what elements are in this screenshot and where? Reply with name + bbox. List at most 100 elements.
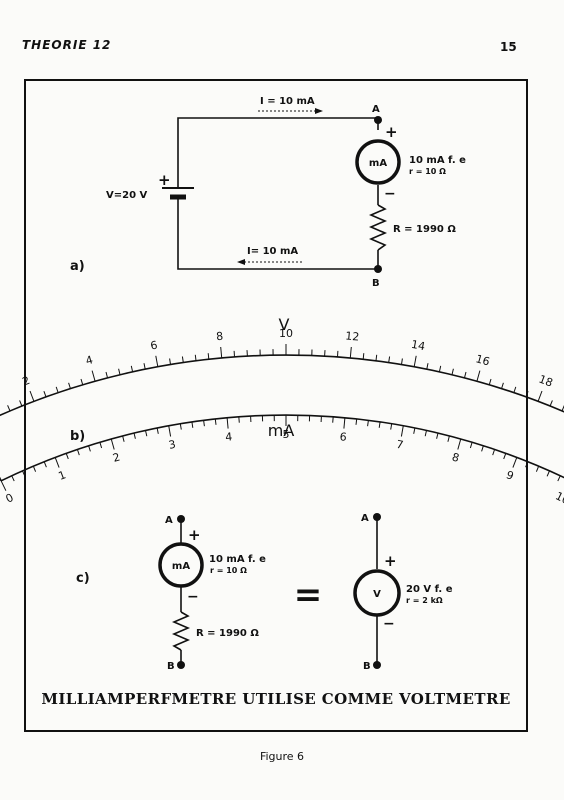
left-resistor-label: R = 1990 Ω	[196, 628, 259, 639]
scale-tick	[32, 465, 37, 472]
scale-tick	[492, 449, 496, 456]
scale-tick	[436, 432, 439, 439]
left-node-a-label: A	[165, 515, 173, 526]
scale-unit-volts: V	[279, 315, 290, 334]
current-label-top: I = 10 mA	[260, 96, 315, 107]
scale-tick	[220, 346, 223, 358]
scale-tick	[400, 425, 404, 437]
scale-tick	[501, 382, 504, 389]
left-node-b-label: B	[167, 661, 175, 672]
scale-tick-label: 10	[279, 327, 293, 340]
scale-tick	[88, 445, 91, 452]
scale-tick	[122, 435, 125, 442]
meter-rating-label: 10 mA f. e	[409, 155, 466, 166]
scale-tick	[7, 405, 11, 412]
meter-resistance-label: r = 10 Ω	[409, 167, 446, 176]
milliammeter-symbol	[355, 139, 401, 185]
scale-tick	[118, 368, 121, 375]
scale-tick	[525, 461, 529, 468]
scale-tick-label: 2	[21, 374, 32, 389]
panel-c-right-circuit: A + V − 20 V f. e r = 2 kΩ B	[353, 513, 453, 672]
scale-tick-label: 14	[410, 338, 426, 353]
scale-tick	[413, 427, 416, 434]
left-milliammeter-symbol	[158, 542, 204, 588]
scale-tick-label: 1	[57, 468, 68, 483]
panel-a-label: a)	[70, 259, 85, 274]
scale-tick	[343, 417, 346, 429]
scale-left-edge	[0, 476, 2, 482]
panel-c-label: c)	[76, 571, 90, 586]
scale-tick	[349, 346, 352, 358]
scale-tick	[447, 435, 450, 442]
scale-tick	[375, 354, 378, 361]
battery-plus-sign: +	[158, 171, 171, 189]
scale-arc-upper	[0, 354, 564, 417]
scale-tick	[68, 382, 71, 389]
figure-caption: MILLIAMPERFMETRE UTILISE COMME VOLTMETRE	[41, 690, 511, 708]
battery-voltage-label: V=20 V	[106, 190, 148, 201]
scale-tick	[11, 475, 15, 482]
scale-tick	[169, 358, 171, 365]
scale-tick-label: 2	[111, 451, 121, 465]
right-node-a-label: A	[361, 513, 369, 524]
scale-tick-label: 3	[168, 438, 177, 452]
scale-tick	[91, 370, 96, 382]
scale-tick	[332, 416, 334, 423]
scale-tick-label: 8	[216, 330, 224, 344]
scale-tick	[191, 421, 194, 428]
scale-tick	[457, 438, 462, 450]
meter-minus-sign: −	[384, 186, 396, 202]
scale-tick	[355, 418, 358, 425]
scale-tick-label: 16	[474, 352, 491, 368]
scale-tick-label: 12	[345, 329, 360, 343]
scale-tick-label: 6	[149, 338, 158, 352]
meter-plus-sign: +	[385, 123, 398, 141]
scale-tick-label: 7	[395, 438, 404, 452]
page-number: 15	[500, 40, 517, 54]
scale-tick	[19, 400, 23, 407]
resistor-label: R = 1990 Ω	[393, 224, 456, 235]
scale-tick	[557, 475, 561, 482]
scale-tick	[179, 423, 182, 430]
scale-tick	[362, 353, 365, 360]
scale-tick	[378, 421, 381, 428]
scale-tick	[426, 363, 429, 370]
scale-tick	[22, 470, 26, 477]
scale-tick	[401, 358, 403, 365]
right-node-b-label: B	[363, 661, 371, 672]
scale-tick	[513, 386, 517, 393]
panel-b-label: b)	[70, 429, 85, 444]
scale-tick	[203, 420, 205, 427]
current-label-bottom: I= 10 mA	[247, 246, 298, 257]
equals-sign: =	[294, 575, 323, 615]
scale-tick	[476, 370, 481, 382]
scale-tick	[105, 371, 108, 378]
scale-tick	[451, 368, 454, 375]
scale-tick	[503, 453, 507, 460]
scale-tick	[238, 416, 240, 423]
scale-tick	[181, 356, 184, 363]
scale-tick	[65, 453, 69, 460]
scale-tick	[469, 442, 473, 449]
scale-tick-label: 4	[84, 353, 94, 367]
scale-tick	[549, 400, 553, 407]
scale-tick-label: 4	[225, 430, 233, 444]
scale-tick	[155, 355, 159, 367]
scale-tick	[143, 363, 146, 370]
scale-tick	[512, 457, 518, 468]
scale-tick-label: 8	[450, 451, 460, 465]
scale-tick	[488, 378, 492, 385]
right-minus-sign: −	[383, 616, 395, 632]
scale-tick	[214, 418, 217, 425]
scale-tick	[525, 391, 529, 397]
scale-tick	[424, 430, 427, 437]
scale-tick	[130, 365, 134, 372]
node-a-label: A	[372, 104, 380, 115]
node-b-label: B	[372, 278, 380, 289]
scale-tick-label: 9	[504, 468, 515, 483]
panel-a-circuit: + V=20 V I = 10 mA I= 10 mA A B mA + − 1…	[70, 96, 466, 289]
scale-tick	[76, 449, 80, 456]
scale-tick	[80, 378, 84, 385]
scale-tick	[438, 365, 442, 372]
left-resistor-zigzag	[171, 611, 191, 651]
